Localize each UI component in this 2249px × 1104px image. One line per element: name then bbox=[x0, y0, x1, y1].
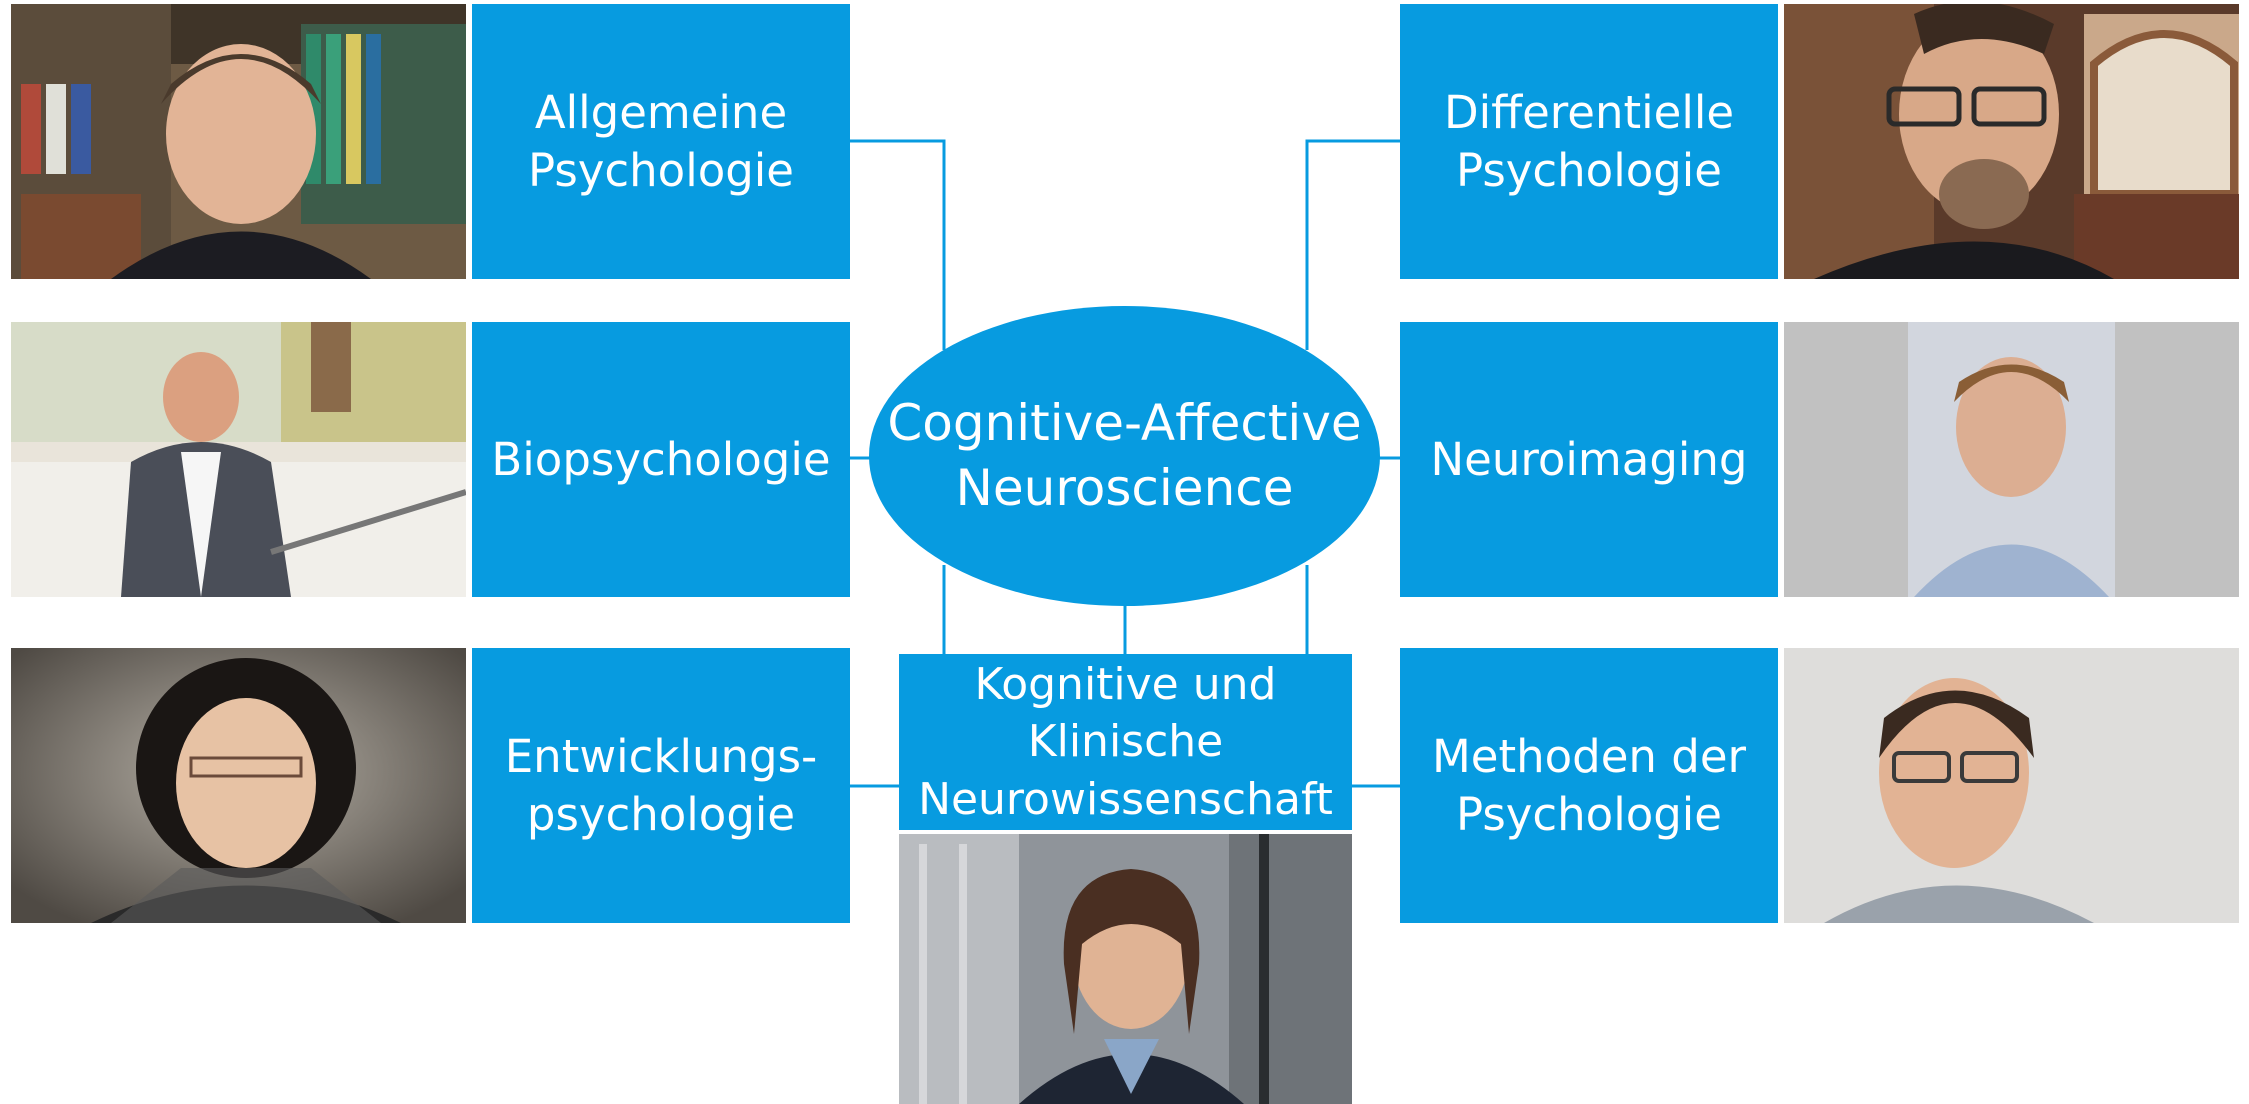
photo-biopsychologie-professor bbox=[11, 322, 466, 597]
photo-neuroimaging-professor bbox=[1784, 322, 2239, 597]
photo-entwicklungspsychologie-professor bbox=[11, 648, 466, 923]
methoden-line2: Psychologie bbox=[1455, 787, 1722, 841]
entwicklung-line2: psychologie bbox=[526, 787, 796, 841]
kognitive-line3: Neurowissenschaft bbox=[918, 773, 1333, 825]
box-differentielle-psychologie: Differentielle Psychologie bbox=[1400, 4, 1778, 279]
box-allgemeine-psychologie: Allgemeine Psychologie bbox=[472, 4, 850, 279]
connector-allgemeine bbox=[850, 139, 946, 350]
box-entwicklungspsychologie: Entwicklungs- psychologie bbox=[472, 648, 850, 923]
photo-kognitive-professor bbox=[899, 834, 1352, 1104]
differentielle-line1: Differentielle bbox=[1443, 86, 1735, 140]
entwicklung-line1: Entwicklungs- bbox=[504, 730, 818, 784]
allgemeine-line1: Allgemeine bbox=[534, 86, 788, 140]
box-biopsychologie: Biopsychologie bbox=[472, 322, 850, 597]
differentielle-line2: Psychologie bbox=[1455, 143, 1722, 197]
hub-title-line2: Neuroscience bbox=[955, 459, 1294, 517]
photo-allgemeine-professor bbox=[11, 4, 466, 279]
box-methoden-der-psychologie: Methoden der Psychologie bbox=[1400, 648, 1778, 923]
connector-differentielle bbox=[1305, 139, 1400, 350]
kognitive-line1: Kognitive und bbox=[974, 658, 1277, 710]
box-kognitive-klinische-neurowissenschaft: Kognitive und Klinische Neurowissenschaf… bbox=[899, 654, 1352, 830]
hub-ellipse: Cognitive-Affective Neuroscience bbox=[869, 306, 1380, 606]
photo-methoden-professor bbox=[1784, 648, 2239, 923]
kognitive-line2: Klinische bbox=[1027, 716, 1224, 768]
methoden-line1: Methoden der bbox=[1431, 730, 1747, 784]
box-neuroimaging: Neuroimaging bbox=[1400, 322, 1778, 597]
hub-title-line1: Cognitive-Affective bbox=[887, 394, 1362, 452]
photo-differentielle-professor bbox=[1784, 4, 2239, 279]
bio-line1: Biopsychologie bbox=[491, 432, 831, 486]
neuroimaging-line1: Neuroimaging bbox=[1430, 432, 1748, 486]
allgemeine-line2: Psychologie bbox=[527, 143, 794, 197]
